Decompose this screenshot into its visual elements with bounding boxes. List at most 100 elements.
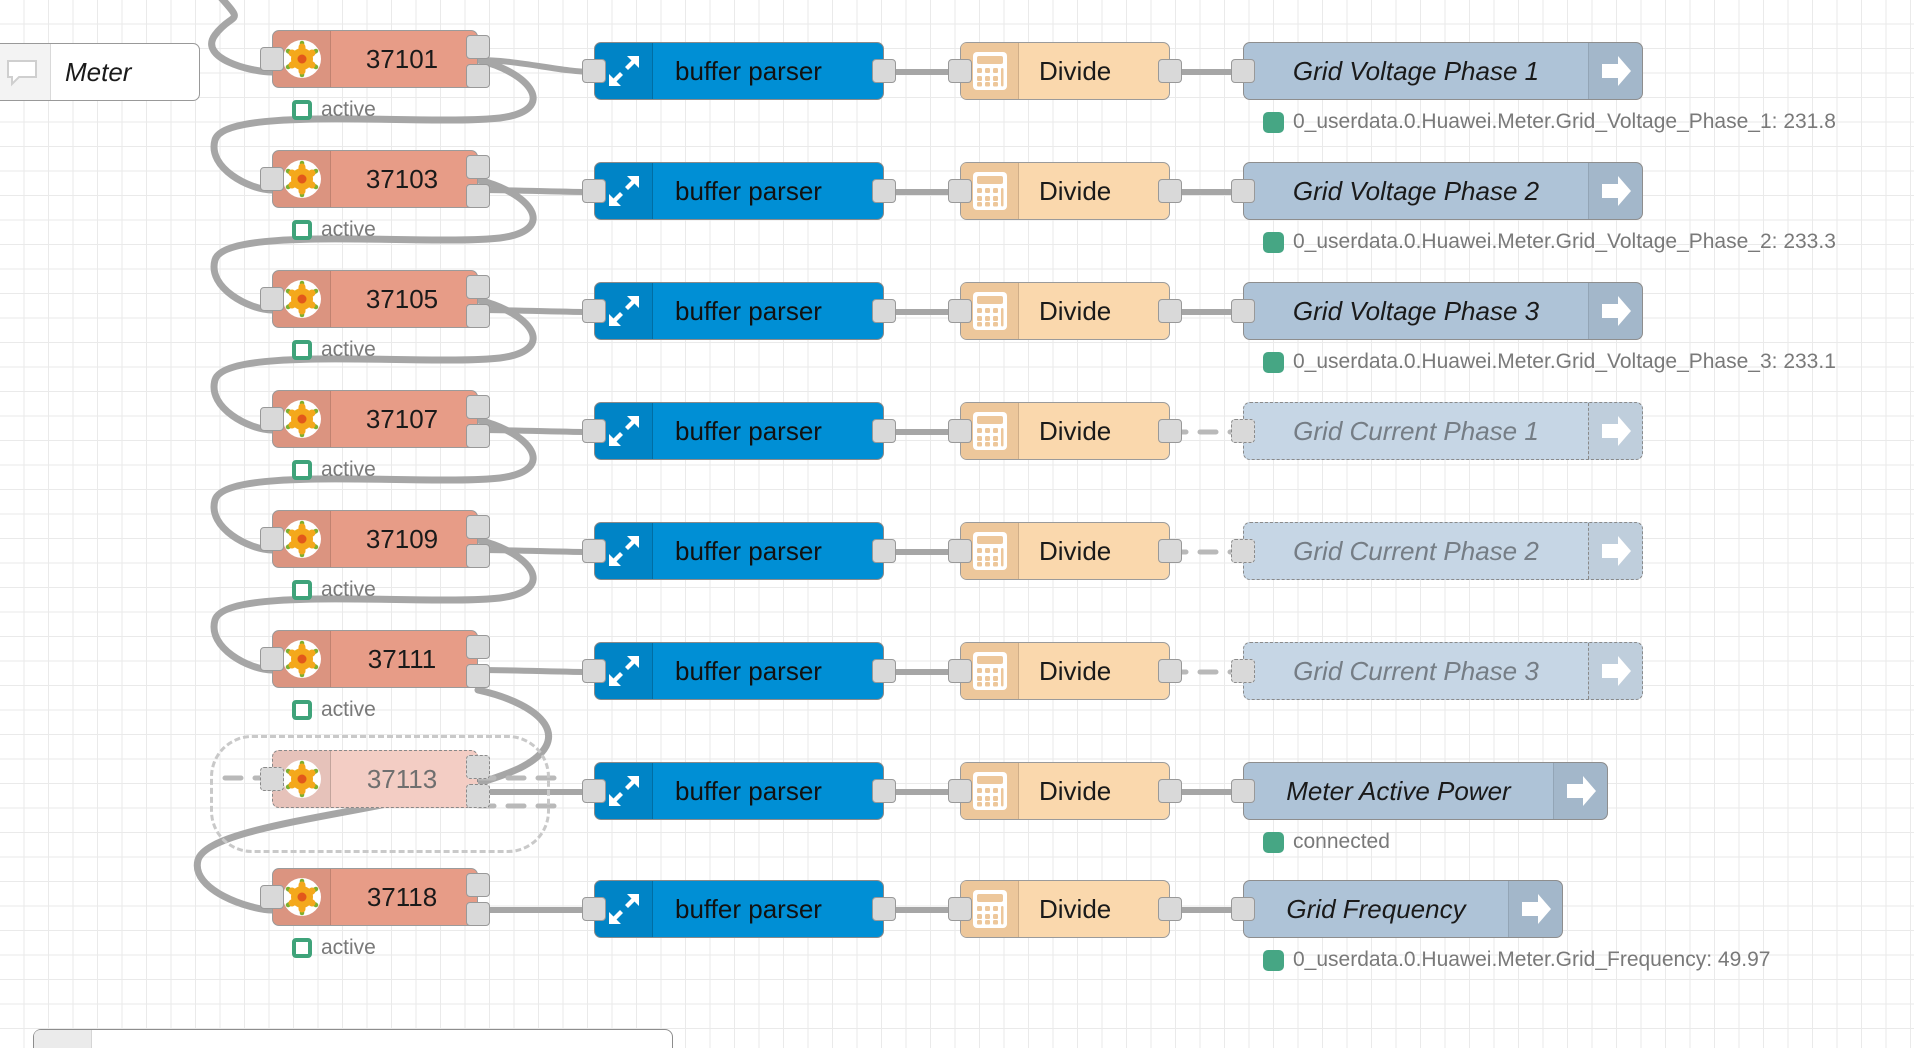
divide-node-4[interactable]: Divide [948, 402, 1182, 460]
output-port[interactable] [872, 59, 896, 83]
output-port[interactable] [1158, 659, 1182, 683]
input-port[interactable] [260, 767, 284, 791]
input-port[interactable] [260, 167, 284, 191]
iobroker-out-node-3[interactable]: Grid Voltage Phase 3 [1231, 282, 1643, 340]
input-port[interactable] [582, 179, 606, 203]
modbus-node-37113[interactable]: 37113 [260, 750, 490, 808]
iobroker-out-node-2[interactable]: Grid Voltage Phase 2 [1231, 162, 1643, 220]
divide-node-7[interactable]: Divide [948, 762, 1182, 820]
input-port[interactable] [1231, 179, 1255, 203]
input-port[interactable] [260, 407, 284, 431]
buffer-parser-node-3[interactable]: buffer parser [582, 282, 896, 340]
input-port[interactable] [582, 419, 606, 443]
modbus-node-37107[interactable]: 37107 [260, 390, 490, 448]
input-port[interactable] [1231, 299, 1255, 323]
output-port-2[interactable] [466, 544, 490, 568]
buffer-parser-node-2[interactable]: buffer parser [582, 162, 896, 220]
output-port-1[interactable] [466, 275, 490, 299]
divide-node-3[interactable]: Divide [948, 282, 1182, 340]
iobroker-out-node-8[interactable]: Grid Frequency [1231, 880, 1563, 938]
input-port[interactable] [948, 897, 972, 921]
modbus-node-37105[interactable]: 37105 [260, 270, 490, 328]
output-port-2[interactable] [466, 184, 490, 208]
iobroker-out-node-4[interactable]: Grid Current Phase 1 [1231, 402, 1643, 460]
status-text: active [321, 936, 376, 959]
input-port[interactable] [260, 647, 284, 671]
output-port[interactable] [872, 539, 896, 563]
divide-node-6[interactable]: Divide [948, 642, 1182, 700]
input-port[interactable] [1231, 779, 1255, 803]
buffer-parser-node-1[interactable]: buffer parser [582, 42, 896, 100]
divide-node-2[interactable]: Divide [948, 162, 1182, 220]
buffer-parser-node-4[interactable]: buffer parser [582, 402, 896, 460]
input-port[interactable] [260, 885, 284, 909]
output-port-1[interactable] [466, 873, 490, 897]
input-port[interactable] [948, 539, 972, 563]
output-port[interactable] [1158, 419, 1182, 443]
iobroker-out-node-1[interactable]: Grid Voltage Phase 1 [1231, 42, 1643, 100]
buffer-parser-node-7[interactable]: buffer parser [582, 762, 896, 820]
input-port[interactable] [948, 299, 972, 323]
output-port[interactable] [1158, 539, 1182, 563]
iobroker-out-node-7[interactable]: Meter Active Power [1231, 762, 1608, 820]
output-port-2[interactable] [466, 64, 490, 88]
buffer-parser-node-6[interactable]: buffer parser [582, 642, 896, 700]
input-port[interactable] [1231, 539, 1255, 563]
modbus-node-37101[interactable]: 37101 [260, 30, 490, 88]
modbus-node-37118[interactable]: 37118 [260, 868, 490, 926]
iobroker-out-node-6[interactable]: Grid Current Phase 3 [1231, 642, 1643, 700]
divide-node-8[interactable]: Divide [948, 880, 1182, 938]
output-port[interactable] [1158, 59, 1182, 83]
buffer-parser-node-8[interactable]: buffer parser [582, 880, 896, 938]
output-port-1[interactable] [466, 515, 490, 539]
input-port[interactable] [582, 897, 606, 921]
comment-node-meter[interactable]: Meter [0, 43, 200, 101]
input-port[interactable] [1231, 659, 1255, 683]
bottom-partial-node[interactable] [33, 1029, 673, 1048]
output-port-1[interactable] [466, 35, 490, 59]
input-port[interactable] [948, 779, 972, 803]
output-port[interactable] [872, 419, 896, 443]
divide-node-1[interactable]: Divide [948, 42, 1182, 100]
output-port[interactable] [1158, 897, 1182, 921]
iobroker-out-node-5[interactable]: Grid Current Phase 2 [1231, 522, 1643, 580]
input-port[interactable] [260, 47, 284, 71]
output-port-1[interactable] [466, 635, 490, 659]
input-port[interactable] [1231, 59, 1255, 83]
buffer-parser-node-5[interactable]: buffer parser [582, 522, 896, 580]
output-port-2[interactable] [466, 664, 490, 688]
input-port[interactable] [1231, 897, 1255, 921]
output-port-2[interactable] [466, 424, 490, 448]
output-port-1[interactable] [466, 155, 490, 179]
output-port[interactable] [872, 897, 896, 921]
modbus-node-37103[interactable]: 37103 [260, 150, 490, 208]
output-port-1[interactable] [466, 755, 490, 779]
modbus-node-37109[interactable]: 37109 [260, 510, 490, 568]
input-port[interactable] [948, 179, 972, 203]
input-port[interactable] [582, 779, 606, 803]
input-port[interactable] [582, 539, 606, 563]
input-port[interactable] [1231, 419, 1255, 443]
output-port[interactable] [1158, 779, 1182, 803]
input-port[interactable] [260, 287, 284, 311]
output-port[interactable] [1158, 299, 1182, 323]
output-port-2[interactable] [466, 304, 490, 328]
output-port[interactable] [872, 179, 896, 203]
input-port[interactable] [582, 659, 606, 683]
output-port[interactable] [872, 299, 896, 323]
divide-node-5[interactable]: Divide [948, 522, 1182, 580]
input-port[interactable] [260, 527, 284, 551]
output-port[interactable] [872, 659, 896, 683]
output-port[interactable] [872, 779, 896, 803]
modbus-node-37111[interactable]: 37111 [260, 630, 490, 688]
input-port[interactable] [948, 419, 972, 443]
output-port[interactable] [1158, 179, 1182, 203]
input-port[interactable] [582, 299, 606, 323]
output-port-2[interactable] [466, 784, 490, 808]
output-port-1[interactable] [466, 395, 490, 419]
output-port-2[interactable] [466, 902, 490, 926]
input-port[interactable] [948, 59, 972, 83]
input-port[interactable] [582, 59, 606, 83]
input-port[interactable] [948, 659, 972, 683]
